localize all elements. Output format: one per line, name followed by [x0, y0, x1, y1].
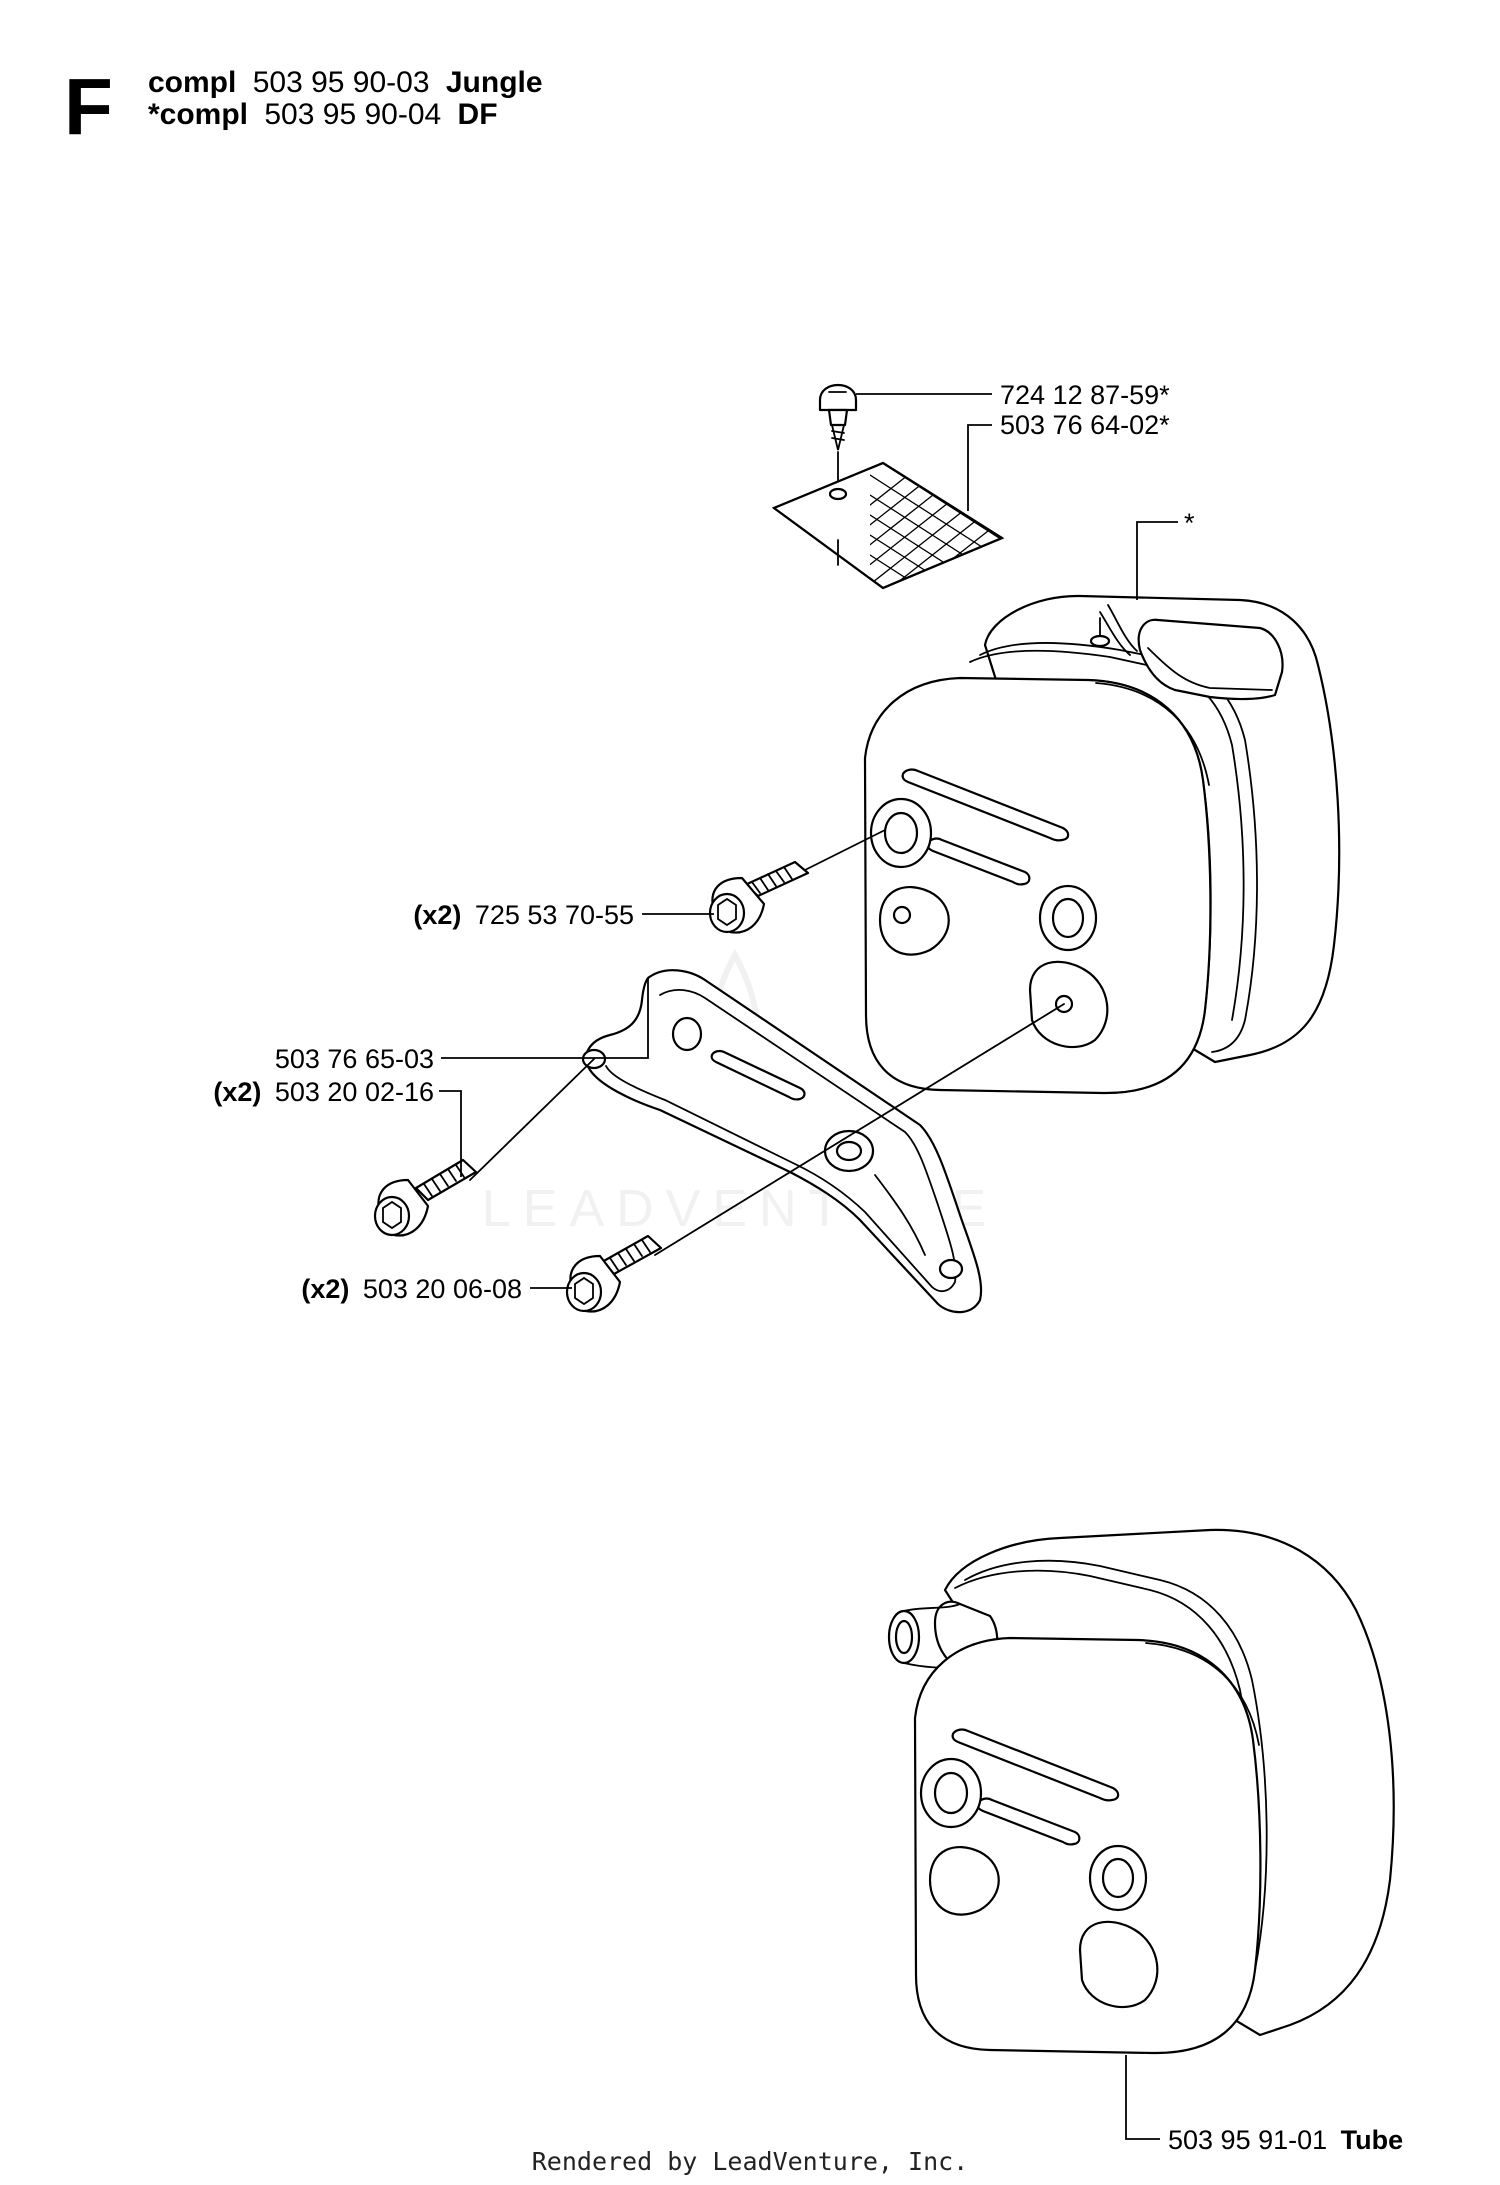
callout-bolt-bracket-1-qty: (x2) [213, 1077, 261, 1107]
callout-bolt-muffler: (x2) 725 53 70-55 [413, 900, 634, 930]
callout-bolt-bracket-2: (x2) 503 20 06-08 [301, 1274, 522, 1304]
callout-bolt-bracket-2-number: 503 20 06-08 [363, 1274, 522, 1304]
callout-muffler-tube: 503 95 91-01 Tube [1168, 2125, 1403, 2155]
screw-top [818, 384, 858, 491]
footer-credit: Rendered by LeadVenture, Inc. [532, 2147, 969, 2176]
callout-bracket: 503 76 65-03 [275, 1044, 434, 1074]
assembly-line-1: compl 503 95 90-03 Jungle [148, 66, 543, 99]
assembly-line-1-prefix: compl [148, 66, 236, 99]
callout-screw-top: 724 12 87-59* [1000, 380, 1170, 410]
assembly-line-2: *compl 503 95 90-04 DF [148, 98, 498, 131]
callout-bolt-bracket-1: (x2) 503 20 02-16 [213, 1077, 434, 1107]
callout-muffler-marker: * [1184, 508, 1195, 538]
bracket [581, 969, 983, 1314]
callout-bolt-muffler-qty: (x2) [413, 900, 461, 930]
assembly-line-1-number: 503 95 90-03 [253, 66, 430, 99]
leader-lines [439, 393, 1178, 2140]
assembly-line-2-variant: DF [458, 98, 498, 131]
callout-bolt-bracket-2-qty: (x2) [301, 1274, 349, 1304]
muffler-tube [887, 1528, 1395, 2055]
assembly-line-2-prefix: *compl [148, 98, 248, 131]
callout-label-plate: 503 76 64-02* [1000, 410, 1170, 440]
assembly-line-1-variant: Jungle [446, 66, 543, 99]
callout-bolt-muffler-number: 725 53 70-55 [475, 900, 634, 930]
callout-muffler-tube-number: 503 95 91-01 [1168, 2125, 1327, 2155]
bolt-muffler [708, 829, 886, 934]
callout-bolt-bracket-1-number: 503 20 02-16 [275, 1077, 434, 1107]
section-letter: F [64, 62, 113, 151]
bolt-bracket-2 [565, 1003, 1065, 1313]
callout-muffler-tube-variant: Tube [1341, 2125, 1404, 2155]
muffler-main [863, 594, 1341, 1095]
assembly-line-2-number: 503 95 90-04 [264, 98, 441, 131]
